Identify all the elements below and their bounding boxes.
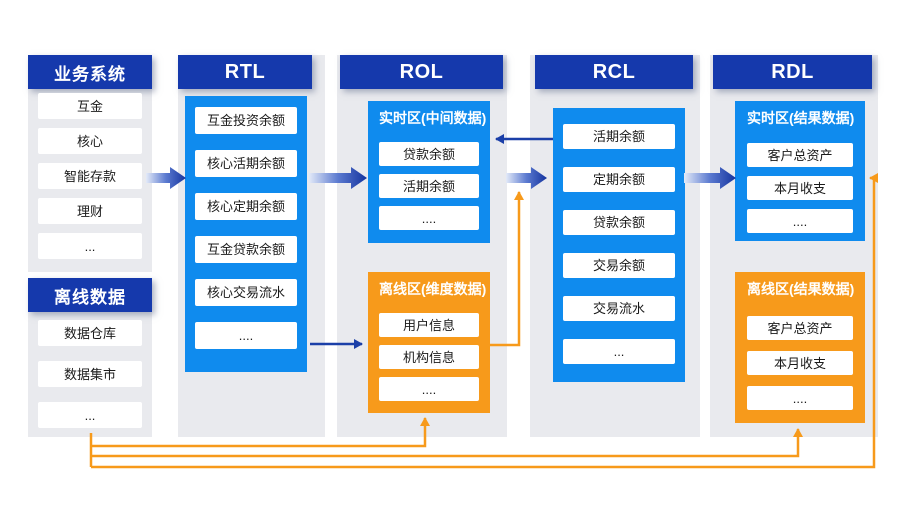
business-system-panel: 业务系统 互金 核心 智能存款 理财 ... <box>28 55 152 272</box>
rtl-item: 核心定期余额 <box>195 193 297 220</box>
rol-realtime-item: 贷款余额 <box>379 142 479 166</box>
rtl-header: RTL <box>178 55 312 89</box>
business-item: 智能存款 <box>38 163 142 189</box>
rcl-container: 活期余额 定期余额 贷款余额 交易余额 交易流水 ... <box>553 108 685 382</box>
business-item: 核心 <box>38 128 142 154</box>
rcl-item-more: ... <box>563 339 675 364</box>
rol-realtime-zone-title: 实时区(中间数据) <box>379 110 487 126</box>
rol-realtime-item-more: .... <box>379 206 479 230</box>
rtl-panel: RTL 互金投资余额 核心活期余额 核心定期余额 互金贷款余额 核心交易流水 .… <box>178 55 325 437</box>
offline-item: 数据集市 <box>38 361 142 387</box>
rol-offline-item: 用户信息 <box>379 313 479 337</box>
rol-title: ROL <box>399 60 444 83</box>
rdl-offline-item-more: .... <box>747 386 853 410</box>
business-item: 理财 <box>38 198 142 224</box>
rdl-realtime-item-more: .... <box>747 209 853 233</box>
rcl-item: 贷款余额 <box>563 210 675 235</box>
rdl-offline-item: 本月收支 <box>747 351 853 375</box>
business-system-title: 业务系统 <box>54 64 126 84</box>
rdl-offline-zone-title: 离线区(结果数据) <box>747 281 855 297</box>
rtl-container: 互金投资余额 核心活期余额 核心定期余额 互金贷款余额 核心交易流水 .... <box>185 96 307 372</box>
rol-realtime-zone: 实时区(中间数据) 贷款余额 活期余额 .... <box>368 101 490 243</box>
rtl-title: RTL <box>224 60 266 83</box>
offline-data-title: 离线数据 <box>54 287 126 307</box>
rol-offline-zone: 离线区(维度数据) 用户信息 机构信息 .... <box>368 272 490 413</box>
rtl-item: 核心交易流水 <box>195 279 297 306</box>
offline-data-panel: 离线数据 数据仓库 数据集市 ... <box>28 278 152 437</box>
rdl-realtime-zone-title: 实时区(结果数据) <box>747 110 855 126</box>
rtl-item: 核心活期余额 <box>195 150 297 177</box>
offline-item: 数据仓库 <box>38 320 142 346</box>
rdl-offline-zone: 离线区(结果数据) 客户总资产 本月收支 .... <box>735 272 865 423</box>
rdl-title: RDL <box>771 60 814 83</box>
offline-item-more: ... <box>38 402 142 428</box>
rol-offline-item: 机构信息 <box>379 345 479 369</box>
rtl-item: 互金贷款余额 <box>195 236 297 263</box>
rol-realtime-item: 活期余额 <box>379 174 479 198</box>
rcl-header: RCL <box>535 55 693 89</box>
rdl-panel: RDL 实时区(结果数据) 客户总资产 本月收支 .... 离线区(结果数据) … <box>710 55 878 437</box>
rdl-realtime-item: 客户总资产 <box>747 143 853 167</box>
rcl-item: 交易流水 <box>563 296 675 321</box>
rdl-offline-item: 客户总资产 <box>747 316 853 340</box>
rol-panel: ROL 实时区(中间数据) 贷款余额 活期余额 .... 离线区(维度数据) 用… <box>337 55 507 437</box>
rcl-item: 活期余额 <box>563 124 675 149</box>
rdl-realtime-zone: 实时区(结果数据) 客户总资产 本月收支 .... <box>735 101 865 241</box>
rcl-title: RCL <box>592 60 636 83</box>
rcl-panel: RCL 活期余额 定期余额 贷款余额 交易余额 交易流水 ... <box>530 55 700 437</box>
rtl-item-more: .... <box>195 322 297 349</box>
business-system-list: 互金 核心 智能存款 理财 ... <box>38 93 142 259</box>
business-system-header: 业务系统 <box>28 55 152 89</box>
offline-data-list: 数据仓库 数据集市 ... <box>38 320 142 428</box>
rol-offline-zone-title: 离线区(维度数据) <box>379 281 487 297</box>
rol-header: ROL <box>340 55 503 89</box>
rdl-header: RDL <box>713 55 872 89</box>
business-item-more: ... <box>38 233 142 259</box>
offline-data-header: 离线数据 <box>28 278 152 312</box>
business-item: 互金 <box>38 93 142 119</box>
rcl-item: 交易余额 <box>563 253 675 278</box>
rdl-realtime-item: 本月收支 <box>747 176 853 200</box>
rol-offline-item-more: .... <box>379 377 479 401</box>
rcl-item: 定期余额 <box>563 167 675 192</box>
rtl-item: 互金投资余额 <box>195 107 297 134</box>
